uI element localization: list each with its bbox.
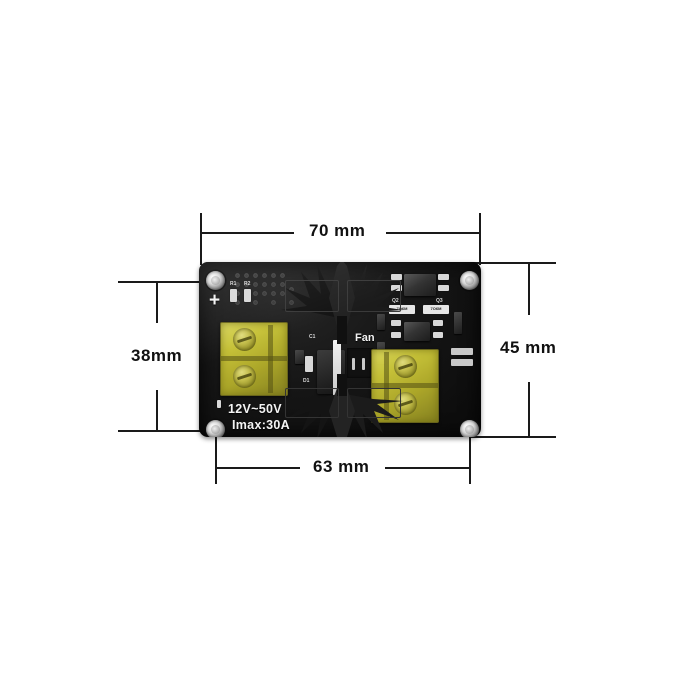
heatsink-bottom: [277, 374, 407, 437]
fan-header-pin: [352, 358, 355, 370]
dim-70mm-line-right: [386, 232, 481, 234]
via: [236, 292, 239, 295]
smd-resistor: [244, 289, 251, 302]
smd-component: [305, 356, 313, 372]
dim-45mm-line-top: [528, 262, 530, 315]
smd-component: [217, 400, 221, 408]
heatsink-plate-outline: [347, 388, 401, 418]
solder-pad: [451, 359, 473, 366]
terminal-screw: [233, 328, 256, 351]
via: [263, 292, 266, 295]
silk-ref-q2: Q2: [392, 298, 399, 304]
terminal-screw: [394, 392, 417, 415]
via: [281, 283, 284, 286]
smd-component: [438, 285, 449, 291]
polarity-plus-silkscreen: +: [209, 290, 221, 311]
via: [254, 283, 257, 286]
via: [272, 283, 275, 286]
heatsink-plate-outline: [285, 388, 339, 418]
silk-ref-r1: R1: [230, 281, 237, 287]
smd-resistor: [230, 289, 237, 302]
smd-component: [391, 332, 401, 338]
smd-component: [454, 312, 462, 334]
smd-component: [391, 320, 401, 326]
dim-38mm-label: 38mm: [131, 346, 183, 365]
mounting-hole-bottom-right: [460, 420, 479, 437]
via: [236, 301, 239, 304]
silk-fan-label: Fan: [355, 332, 375, 344]
dim-63mm-extension-right: [469, 434, 471, 484]
via: [263, 274, 266, 277]
dim-70mm-extension-right: [479, 213, 481, 265]
dim-63mm-extension-left: [215, 434, 217, 484]
dim-63mm-line-right: [385, 467, 471, 469]
smd-component: [433, 320, 443, 326]
via: [272, 301, 275, 304]
dim-45mm-label: 45 mm: [500, 338, 557, 357]
dim-45mm-extension-bottom: [470, 436, 556, 438]
smd-component: [295, 350, 304, 364]
smd-component: [433, 332, 443, 338]
via: [245, 274, 248, 277]
via: [272, 292, 275, 295]
heatsink-plate-outline: [285, 280, 339, 312]
mounting-hole-bottom-left: [206, 420, 225, 437]
fan-header-connector: [347, 348, 373, 378]
silk-ref-d1: D1: [303, 378, 310, 384]
terminal-side-rib: [268, 325, 273, 393]
via: [272, 274, 275, 277]
smd-component: [391, 285, 402, 291]
dim-70mm-line-left: [200, 232, 294, 234]
dim-63mm-label: 63 mm: [313, 457, 370, 476]
mosfet-driver-ic: [404, 274, 436, 296]
mounting-hole-top-left: [206, 271, 225, 290]
via: [290, 288, 293, 291]
via: [254, 274, 257, 277]
dim-70mm-extension-left: [200, 213, 202, 265]
dim-38mm-extension-bottom: [118, 430, 218, 432]
dim-38mm-line-top: [156, 281, 158, 323]
white-connector: [333, 340, 341, 402]
silk-ref-c1: C1: [309, 334, 316, 340]
via: [281, 274, 284, 277]
solder-pad: [451, 348, 473, 355]
dim-45mm-extension-top: [470, 262, 556, 264]
silk-ref-r2: R2: [244, 281, 251, 287]
silk-ref-q3: Q3: [436, 298, 443, 304]
terminal-rail: [372, 383, 438, 388]
terminal-rail: [221, 356, 287, 361]
via: [263, 283, 266, 286]
via: [236, 274, 239, 277]
via: [254, 292, 257, 295]
dim-45mm-line-bottom: [528, 382, 530, 437]
terminal-screw: [233, 365, 256, 388]
terminal-screw: [394, 355, 417, 378]
heatsink-top: [277, 262, 407, 344]
terminal-side-rib: [384, 352, 389, 420]
smd-component: [391, 274, 402, 280]
via: [254, 301, 257, 304]
dim-38mm-line-bottom: [156, 390, 158, 431]
mosfet: [404, 322, 430, 341]
pcb-module: + R1 R2: [199, 262, 481, 437]
smd-component: [377, 314, 385, 330]
via: [281, 292, 284, 295]
component-marking-q3: 7O6M: [423, 305, 449, 314]
mounting-hole-top-right: [460, 271, 479, 290]
via: [236, 283, 239, 286]
dim-63mm-line-left: [215, 467, 300, 469]
component-marking-q2: 7O6M: [389, 305, 415, 314]
via: [290, 301, 293, 304]
terminal-block-input: [220, 322, 288, 396]
silk-voltage-rating: 12V~50V: [228, 402, 282, 416]
silk-current-rating: Imax:30A: [232, 418, 290, 432]
fan-header-pin: [362, 358, 365, 370]
smd-component: [438, 274, 449, 280]
dim-38mm-extension-top: [118, 281, 218, 283]
dim-70mm-label: 70 mm: [309, 221, 366, 240]
heatsink-plate-outline: [347, 280, 401, 312]
via: [245, 283, 248, 286]
